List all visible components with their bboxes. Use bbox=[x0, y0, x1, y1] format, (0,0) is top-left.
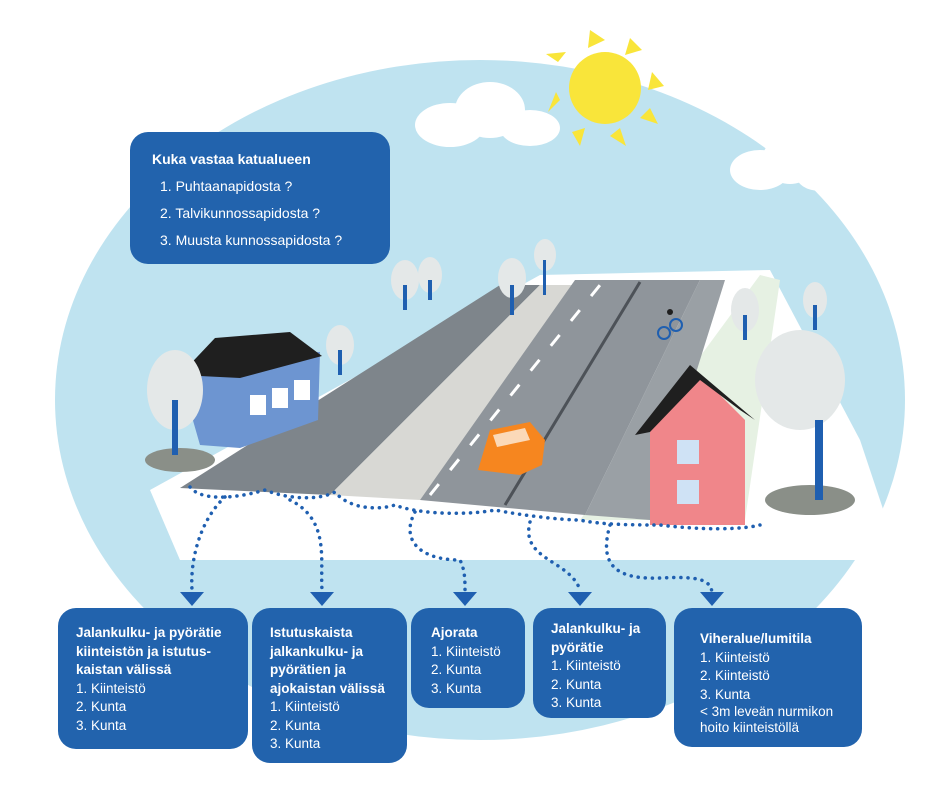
zone-item: 1. Kiinteistö bbox=[270, 699, 340, 714]
sun-icon bbox=[546, 30, 664, 146]
zone-title: Jalankulku- ja pyörätie kiinteistön ja i… bbox=[76, 625, 222, 677]
zone-box-green-area: Viheralue/lumitila 1. Kiinteistö 2. Kiin… bbox=[674, 608, 862, 747]
zone-item: 2. Kunta bbox=[551, 676, 602, 692]
dotted-connectors bbox=[188, 485, 762, 594]
zone-title: Ajorata bbox=[431, 625, 478, 640]
zone-item: 3. Kunta bbox=[700, 686, 751, 702]
zone-item: 3. Kunta bbox=[551, 695, 602, 710]
zone-item: 3. Kunta bbox=[270, 736, 321, 751]
arrow-heads bbox=[180, 592, 724, 606]
zone-item: 3. Kunta bbox=[76, 717, 127, 733]
zone-item: 1. Kiinteistö bbox=[76, 680, 146, 696]
zone-title: Viheralue/lumitila bbox=[700, 631, 812, 646]
zone-box-sidewalk-property: Jalankulku- ja pyörätie kiinteistön ja i… bbox=[58, 608, 248, 749]
trees bbox=[145, 239, 855, 515]
cloud-icon bbox=[415, 82, 844, 191]
question-box: Kuka vastaa katualueen 1. Puhtaanapidost… bbox=[130, 132, 390, 264]
zone-item: 3. Kunta bbox=[431, 680, 482, 696]
zone-item: 1. Kiinteistö bbox=[551, 658, 621, 673]
house-right bbox=[635, 365, 755, 525]
zone-item: 1. Kiinteistö bbox=[700, 649, 770, 665]
zone-box-planting-strip: Istutuskaista jalkankulku- ja pyörätien … bbox=[252, 608, 407, 763]
zone-note: < 3m leveän nurmikon hoito kiinteistöllä bbox=[700, 704, 834, 735]
zone-item: 2. Kunta bbox=[76, 699, 127, 714]
zone-item: 1. Kiinteistö bbox=[431, 643, 501, 659]
zone-title: Jalankulku- ja pyörätie bbox=[551, 621, 641, 655]
zone-box-roadway: Ajorata 1. Kiinteistö 2. Kunta 3. Kunta bbox=[411, 608, 525, 708]
car-icon bbox=[478, 422, 545, 475]
question-title: Kuka vastaa katualueen bbox=[152, 151, 311, 167]
zone-box-sidewalk-right: Jalankulku- ja pyörätie 1. Kiinteistö 2.… bbox=[533, 608, 666, 718]
house-left bbox=[180, 332, 322, 448]
question-item: 3. Muusta kunnossapidosta ? bbox=[160, 232, 343, 248]
zone-item: 2. Kunta bbox=[431, 662, 482, 677]
zone-item: 2. Kunta bbox=[270, 717, 321, 733]
lane-dashes bbox=[428, 284, 602, 496]
sidewalk-left bbox=[180, 285, 540, 495]
question-item: 2. Talvikunnossapidosta ? bbox=[160, 205, 321, 221]
cyclist-icon bbox=[657, 309, 683, 340]
zone-item: 2. Kiinteistö bbox=[700, 668, 770, 683]
question-item: 1. Puhtaanapidosta ? bbox=[160, 178, 293, 194]
planting-strip bbox=[330, 285, 575, 500]
sidewalk-right bbox=[585, 280, 725, 520]
zone-title: Istutuskaista jalkankulku- ja pyörätien … bbox=[270, 625, 385, 696]
